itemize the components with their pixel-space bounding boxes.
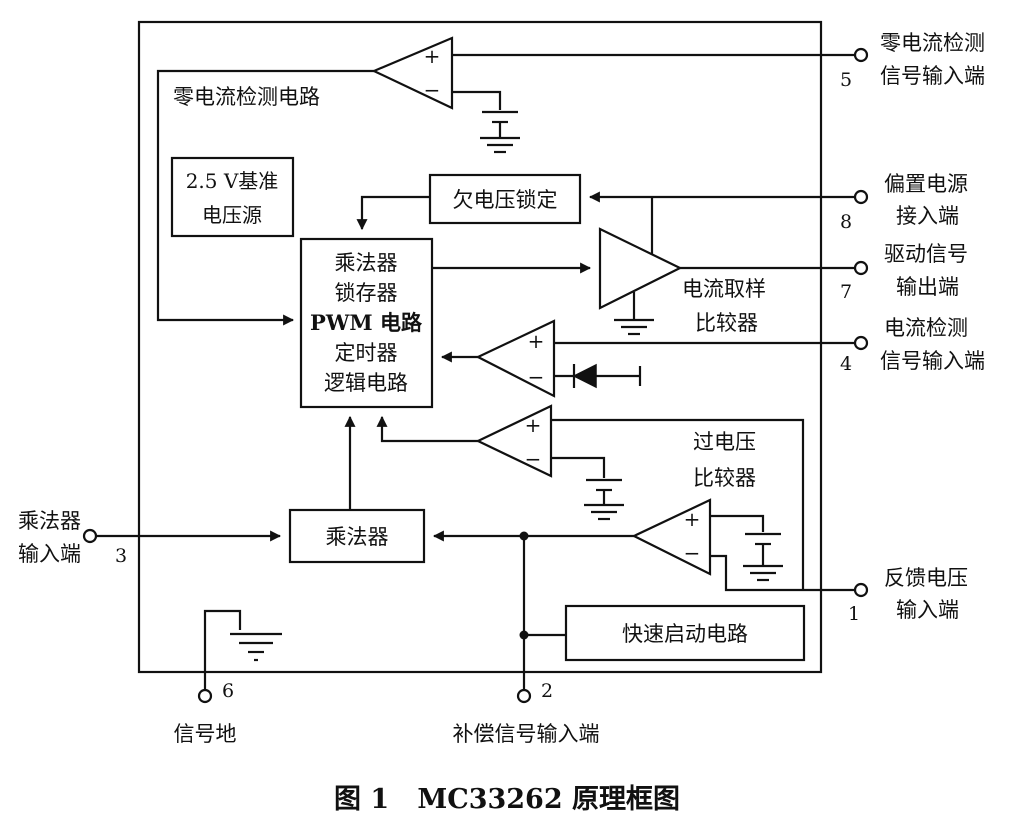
pin7-number: 7 [840,281,852,303]
cs-cmp-label-1: 电流取样 [682,277,766,301]
uvlo-block [428,173,582,225]
pin1-label-1: 反馈电压 [884,566,968,590]
ref-block [170,156,295,238]
pin5-label-1: 零电流检测 [880,31,985,55]
signal-ground-icon [230,632,282,662]
pin6-label: 信号地 [174,722,237,746]
pin5-number: 5 [840,69,852,91]
ea-minus-sign: − [684,541,701,565]
uvlo-to-core-wire [356,195,430,231]
ea-minus-wire [710,554,855,592]
pin2-terminal [516,688,532,704]
pin5-terminal [853,47,869,63]
ov-ground-icon [584,503,624,521]
buffer-ground-icon [614,318,654,336]
zcd-output-wire [156,69,374,326]
pin8-label-2: 接入端 [896,204,959,228]
uvlo-label: 欠电压锁定 [453,188,558,212]
pin2-number: 2 [541,680,553,702]
ov-plus-wire [551,418,805,590]
cs-plus-sign: + [528,329,545,353]
pin7-terminal [853,260,869,276]
pin3-label-2: 输入端 [18,542,81,566]
fast-start-label: 快速启动电路 [622,622,748,646]
core-line1: 乘法器 [335,251,398,275]
pin1-terminal [853,582,869,598]
pin3-number: 3 [115,545,127,567]
zcd-label: 零电流检测电路 [173,85,320,109]
ea-plus-wire [710,514,765,532]
ov-cmp-label-2: 比较器 [693,466,756,490]
multiplier-label: 乘法器 [326,525,389,549]
multiplier-block [288,508,426,564]
ref-line2: 电压源 [202,203,262,227]
zcd-plus-sign: + [424,44,441,68]
pin8-terminal [853,189,869,205]
pin8-number: 8 [840,211,852,233]
pin4-terminal [853,335,869,351]
figure-caption: 图 1 MC33262 原理框图 [334,784,680,815]
ov-out-wire [376,415,478,443]
zcd-minus-sign: − [424,78,441,102]
pin2-label: 补偿信号输入端 [453,722,600,746]
cs-minus-sign: − [528,365,545,389]
core-line4: 定时器 [335,341,398,365]
pin4-label-1: 电流检测 [884,316,968,340]
pin6-terminal [197,688,213,704]
fast-start-block [564,604,806,662]
ground-pin-wire [203,609,242,690]
pin7-label-1: 驱动信号 [884,242,968,266]
pin6-number: 6 [222,680,234,702]
pin4-label-2: 信号输入端 [880,349,985,373]
ov-cmp-label-1: 过电压 [693,430,756,454]
cs-cmp-label-2: 比较器 [695,311,758,335]
pin8-label-1: 偏置电源 [884,172,968,196]
pin5-label-2: 信号输入端 [880,64,985,88]
ov-ref-battery [586,478,622,505]
overvoltage-comparator [475,404,553,478]
core-line5: 逻辑电路 [324,371,408,395]
ov-minus-sign: − [525,447,542,471]
pin3-terminal [82,528,98,544]
zcd-minus-wire [452,90,502,110]
ea-ground-icon [743,564,783,582]
pin1-number: 1 [848,603,860,625]
pin1-label-2: 输入端 [896,598,959,622]
core-logic-block [299,237,434,409]
pin3-label-1: 乘法器 [18,509,81,533]
error-amplifier [631,498,712,576]
zcd-ref-battery [482,110,518,138]
ref-line1: 2.5 V基准 [186,169,279,193]
zcd-comparator [371,36,454,110]
core-line2: 锁存器 [335,281,398,305]
clamp-diode-icon [572,363,642,389]
ea-plus-sign: + [684,507,701,531]
zcd-ground-icon [480,136,520,154]
drive-buffer [598,227,683,310]
chip-outline [137,20,823,674]
ov-minus-wire [551,456,606,478]
pin7-label-2: 输出端 [896,275,959,299]
pin4-number: 4 [840,353,852,375]
ov-plus-sign: + [525,413,542,437]
current-sense-comparator [475,319,556,398]
core-line3: PWM 电路 [310,310,423,335]
comp-junction-1 [519,531,529,541]
ea-ref-battery [745,532,781,566]
